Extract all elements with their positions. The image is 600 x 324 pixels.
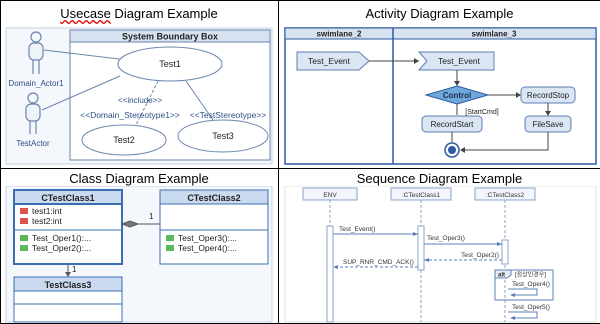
- domain-actor1: [28, 31, 44, 74]
- usecase-test2-label: Test2: [113, 135, 135, 145]
- message-arrow: [497, 242, 502, 246]
- op-test-oper3: Test_Oper3():...: [178, 233, 237, 243]
- op-test-oper1: Test_Oper1():...: [32, 233, 91, 243]
- usecase-test2: [81, 124, 167, 156]
- include-label: <<include>>: [118, 96, 162, 105]
- activation-ctestclass1: [417, 225, 425, 271]
- stereotype-link: [185, 80, 214, 121]
- message-test-oper4-label: Test_Oper4(): [512, 281, 550, 288]
- flow-arrow-1: [414, 58, 419, 64]
- message-test-oper2-label: Test_Oper2(): [461, 252, 499, 259]
- class-ctestclass1-header: [13, 189, 123, 205]
- vertical-divider: [278, 0, 279, 323]
- message-arrow: [510, 316, 515, 320]
- sequence-title: Sequence Diagram Example: [356, 171, 523, 186]
- multiplicity-class3: 1: [72, 265, 77, 274]
- event-accept-right-label: Test_Event: [438, 56, 481, 66]
- action-recordstop-label: RecordStop: [527, 91, 570, 100]
- flow-arrow-2: [454, 81, 460, 86]
- class-ctestclass2-header: [159, 189, 269, 205]
- flow-arrow-5: [460, 147, 465, 153]
- class-testclass3-header: [13, 276, 123, 292]
- usecase-title-word: Usecase: [60, 6, 111, 21]
- alt-fragment-tag: [494, 269, 512, 279]
- public-op-icon: [166, 235, 174, 241]
- sequence-canvas: [284, 186, 597, 323]
- system-boundary-header: [69, 29, 271, 43]
- assoc-actor1-test1: [43, 49, 120, 60]
- flow-arrow-4: [545, 111, 551, 116]
- op-test-oper2: Test_Oper2():...: [32, 243, 91, 253]
- activation-ctestclass2: [501, 239, 509, 265]
- class-testclass3-name: TestClass3: [45, 280, 92, 290]
- assoc-actor2-test1: [41, 75, 121, 111]
- event-signal-left-label: Test_Event: [308, 56, 351, 66]
- include-dependency: [135, 80, 159, 126]
- horizontal-divider: [0, 168, 600, 169]
- attr-test2: test2:int: [32, 216, 62, 226]
- message-sup-ack-label: SUP_RNR_CMD_ACK(): [343, 259, 414, 266]
- system-boundary-label: System Boundary Box: [122, 32, 218, 42]
- private-attr-icon: [20, 218, 28, 224]
- message-arrow: [510, 293, 515, 297]
- message-test-oper3-label: Test_Oper3(): [427, 235, 465, 242]
- class-diagram: CTestClass1 test1:int test2:int Test_Ope…: [5, 186, 273, 323]
- guard-startcmd: [StartCmd]: [465, 109, 499, 116]
- class-title: Class Diagram Example: [69, 171, 209, 186]
- public-op-icon: [20, 245, 28, 251]
- private-attr-icon: [20, 208, 28, 214]
- usecase-test3: [177, 119, 269, 153]
- event-signal-left: [296, 51, 370, 71]
- flow-filesave-to-final: [461, 132, 549, 151]
- lifeline-env-label: ENV: [323, 192, 337, 199]
- alt-fragment: [494, 269, 554, 301]
- usecase-test3-label: Test3: [212, 131, 234, 141]
- message-test-oper4: [508, 288, 538, 296]
- final-node-core: [448, 146, 456, 154]
- activity-title: Activity Diagram Example: [365, 6, 514, 21]
- public-op-icon: [166, 245, 174, 251]
- usecase-diagram: System Boundary Box Domain_Actor1 TestAc…: [5, 27, 273, 165]
- alt-guard-label: [정상인경우]: [515, 271, 546, 279]
- activation-env: [326, 225, 334, 323]
- stereotype2-label: <<TestStereotype>>: [190, 110, 267, 120]
- test-actor-label: TestActor: [16, 139, 50, 148]
- class-ctestclass1-name: CTestClass1: [41, 193, 94, 203]
- usecase-title: Usecase Diagram Example: [0, 6, 278, 21]
- usecase-title-rest: Diagram Example: [110, 6, 218, 21]
- stereotype1-label: <<Domain_Stereotype1>>: [80, 110, 180, 120]
- usecase-test1-label: Test1: [159, 59, 181, 69]
- message-arrow: [333, 265, 338, 269]
- swimlane2-label: swimlane_2: [317, 30, 362, 39]
- association-arrow: [65, 272, 71, 277]
- op-test-oper4: Test_Oper4():...: [178, 243, 237, 253]
- lifeline-ctestclass2-label: :CTestClass2: [486, 192, 525, 199]
- message-arrow: [413, 232, 418, 236]
- usecase-test1: [117, 46, 223, 82]
- attr-test1: test1:int: [32, 206, 62, 216]
- alt-fragment-label: alt: [498, 273, 505, 279]
- flow-arrow-3: [516, 92, 521, 98]
- decision-control-label: Control: [443, 91, 471, 100]
- message-arrow: [424, 258, 429, 262]
- sequence-diagram: ENV :CTestClass1 :CTestClass2 Test_Event…: [284, 186, 597, 323]
- activity-diagram: swimlane_2 swimlane_3 Test_Event Test_Ev…: [284, 27, 597, 165]
- domain-actor1-label: Domain_Actor1: [8, 79, 64, 88]
- message-test-oper5-label: Test_Oper5(): [512, 304, 550, 311]
- public-op-icon: [20, 235, 28, 241]
- lifeline-ctestclass1-label: :CTestClass1: [402, 192, 441, 199]
- class-ctestclass2-name: CTestClass2: [187, 193, 240, 203]
- swimlane3-label: swimlane_3: [472, 30, 517, 39]
- action-filesave-label: FileSave: [532, 120, 564, 129]
- test-actor: [25, 92, 41, 134]
- action-recordstart-label: RecordStart: [431, 120, 474, 129]
- message-test-oper5: [508, 311, 538, 319]
- multiplicity-class2: 1: [149, 212, 154, 221]
- message-test-event-label: Test_Event(): [339, 226, 376, 233]
